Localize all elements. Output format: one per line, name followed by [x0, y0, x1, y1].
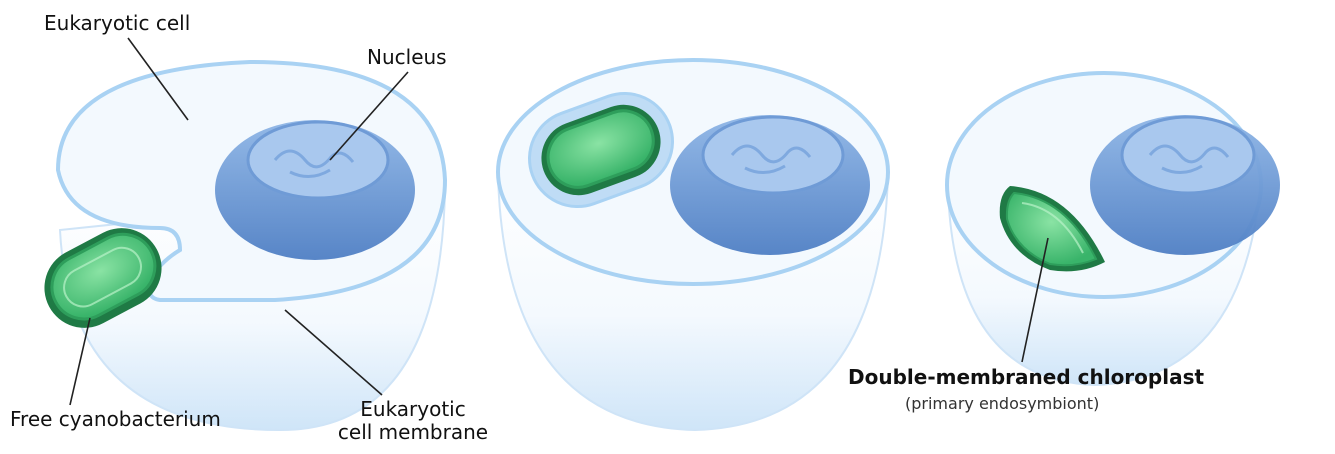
label-cell-membrane-line2: cell membrane [318, 421, 508, 444]
label-free-cyanobacterium: Free cyanobacterium [10, 408, 221, 431]
label-nucleus: Nucleus [367, 46, 447, 69]
label-chloroplast-title: Double-membraned chloroplast [848, 366, 1204, 389]
label-cell-membrane: Eukaryotic cell membrane [318, 398, 508, 444]
label-cell-membrane-line1: Eukaryotic [318, 398, 508, 421]
cell-3 [947, 73, 1280, 385]
leader-free-cyanobacterium [70, 318, 90, 405]
cell-1-nucleus [215, 120, 415, 260]
cell-2-nucleus [670, 115, 870, 255]
cell-3-nucleus [1090, 115, 1280, 255]
label-chloroplast-subtitle: (primary endosymbiont) [905, 395, 1099, 413]
label-eukaryotic-cell: Eukaryotic cell [44, 12, 190, 35]
cell-2 [498, 60, 888, 430]
